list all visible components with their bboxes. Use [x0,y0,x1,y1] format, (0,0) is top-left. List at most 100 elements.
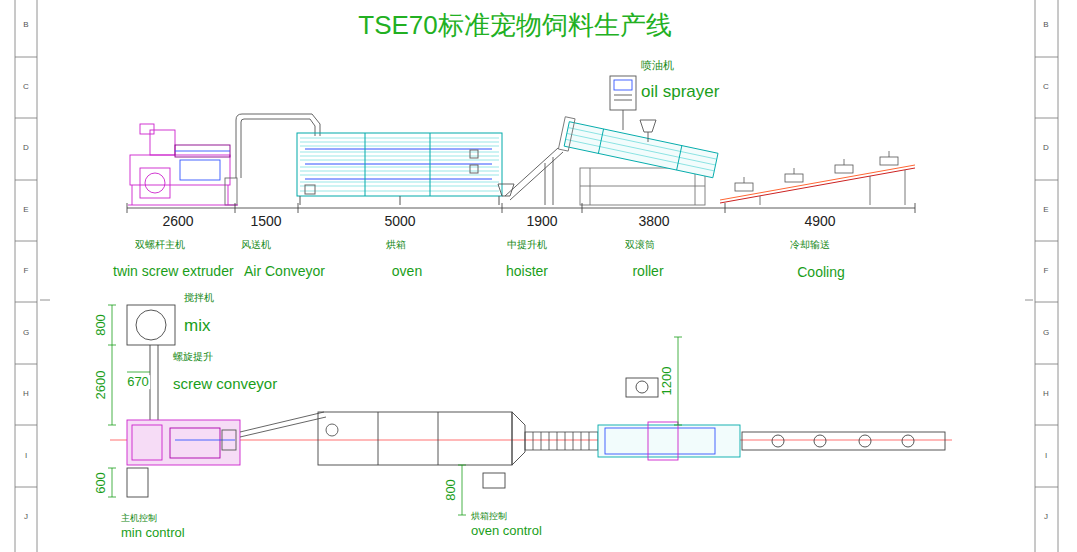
hoister-plan-part [573,432,574,450]
oven-elevation-part [300,138,499,191]
oven-plan [318,412,525,465]
screw-conveyor-plan-part [158,345,159,420]
roller-elevation-part [568,128,717,160]
sheet-frame [15,0,1058,552]
hoister-plan-part [549,432,550,450]
sheet-frame-part [1035,425,1058,426]
roller-plan-part [598,425,740,457]
cooling-conveyor-elevation-part [720,165,915,200]
hoister-elevation-part [553,157,554,205]
oven-elevation-part [300,167,499,168]
mixer-plan [127,305,175,345]
cooling-plan-part [859,435,871,447]
caption-en: mix [183,317,211,335]
oil-sprayer-plan-part [636,381,648,393]
caption-en: twin screw extruder [112,264,235,279]
oven-elevation-part [305,149,492,179]
extruder-elevation-part [140,168,170,198]
cooling-plan-part [742,432,945,450]
hoister-plan-part [589,432,590,450]
dimension: 4900 [803,214,836,229]
plan-dimension-line-part [108,425,116,426]
oil-sprayer-elevation-part [610,76,636,110]
cooling-conveyor-elevation-part [735,151,905,205]
grid-letter: H [22,390,30,398]
sheet-frame-part [15,425,37,426]
caption-cn: 主机控制 [120,514,158,523]
control-cabinet-part [483,473,505,488]
oven-elevation-part [300,196,499,205]
oven-plan-part [378,412,379,465]
extruder-elevation-part [228,185,229,205]
oven-elevation-part [300,146,499,147]
hoister-plan-part [557,432,558,450]
cooling-conveyor-elevation-part [794,168,795,174]
oven-elevation-part [300,182,499,183]
oven-elevation-part [300,175,499,176]
roller-elevation-part [590,168,591,205]
oven-elevation-part [305,179,492,180]
dimension: 2600 [94,370,108,401]
plan-dimension-line-part [678,337,679,425]
hoister-elevation-part [498,184,514,196]
cooling-plan-part [902,435,914,447]
hoister-plan-part [541,432,542,450]
oven-elevation [297,133,502,205]
oven-elevation-part [300,196,301,205]
plan-dimension-line-part [674,337,682,338]
oven-elevation-part [305,164,492,165]
cooling-plan [742,432,945,450]
caption-cn: 双滚筒 [624,240,656,251]
extruder-plan-part [222,430,236,450]
grid-letter: G [1042,329,1050,337]
cooling-conveyor-elevation-part [835,165,853,173]
plan-dimension-line-part [674,425,682,426]
sheet-frame-part [37,0,38,552]
extruder-elevation [128,124,238,205]
oil-sprayer-elevation-part [614,100,632,101]
plan-dimension-line-part [112,305,113,425]
oil-sprayer-elevation-part [648,132,649,142]
sheet-frame-part [15,180,37,181]
grid-letter: B [22,21,29,29]
caption-cn: 烘箱控制 [470,512,508,521]
extruder-plan-part [132,425,162,460]
dimension-line-part [298,203,299,213]
dimension: 1500 [249,214,282,229]
caption-en: screw conveyor [172,376,278,392]
extruder-plan-part [175,440,235,441]
air-conveyor-pipe-part [241,119,315,178]
dimension-line-part [502,203,503,213]
oven-elevation-part [300,138,499,139]
sheet-frame-part [1035,302,1058,303]
oven-elevation-part [470,165,478,173]
sheet-frame-part [1058,0,1059,552]
oil-sprayer-plan-part [626,378,658,397]
dimension: 5000 [383,214,416,229]
dimension: 600 [94,471,108,495]
mixer-plan-part [127,305,175,345]
caption-cn: 风送机 [240,240,272,251]
caption-cn: 螺旋提升 [172,352,214,363]
plan-dimension-line-part [112,468,113,497]
plan-dimension-line-part [108,468,116,469]
sheet-frame-part [1025,300,1033,301]
sheet-frame-part [1035,118,1058,119]
caption-en: min control [120,526,186,540]
roller-elevation-part [558,117,718,182]
caption-en: Air Conveyor [243,264,326,279]
extruder-plan-part [127,420,240,465]
oil-sprayer-elevation-part [623,110,624,130]
plan-dimension-line-part [458,465,466,466]
oven-elevation-part [470,150,478,158]
hoister-plan-part [533,432,534,450]
hoister-plan-part [525,432,598,450]
dimension-line [127,203,915,213]
air-conveyor-plan [240,412,338,437]
extruder-elevation-part [145,173,165,193]
sheet-frame-part [1035,57,1058,58]
caption-cn: 搅拌机 [183,293,215,304]
cooling-conveyor-elevation-part [905,170,906,205]
sheet-frame-part [15,241,37,242]
dimension: 3800 [637,214,670,229]
